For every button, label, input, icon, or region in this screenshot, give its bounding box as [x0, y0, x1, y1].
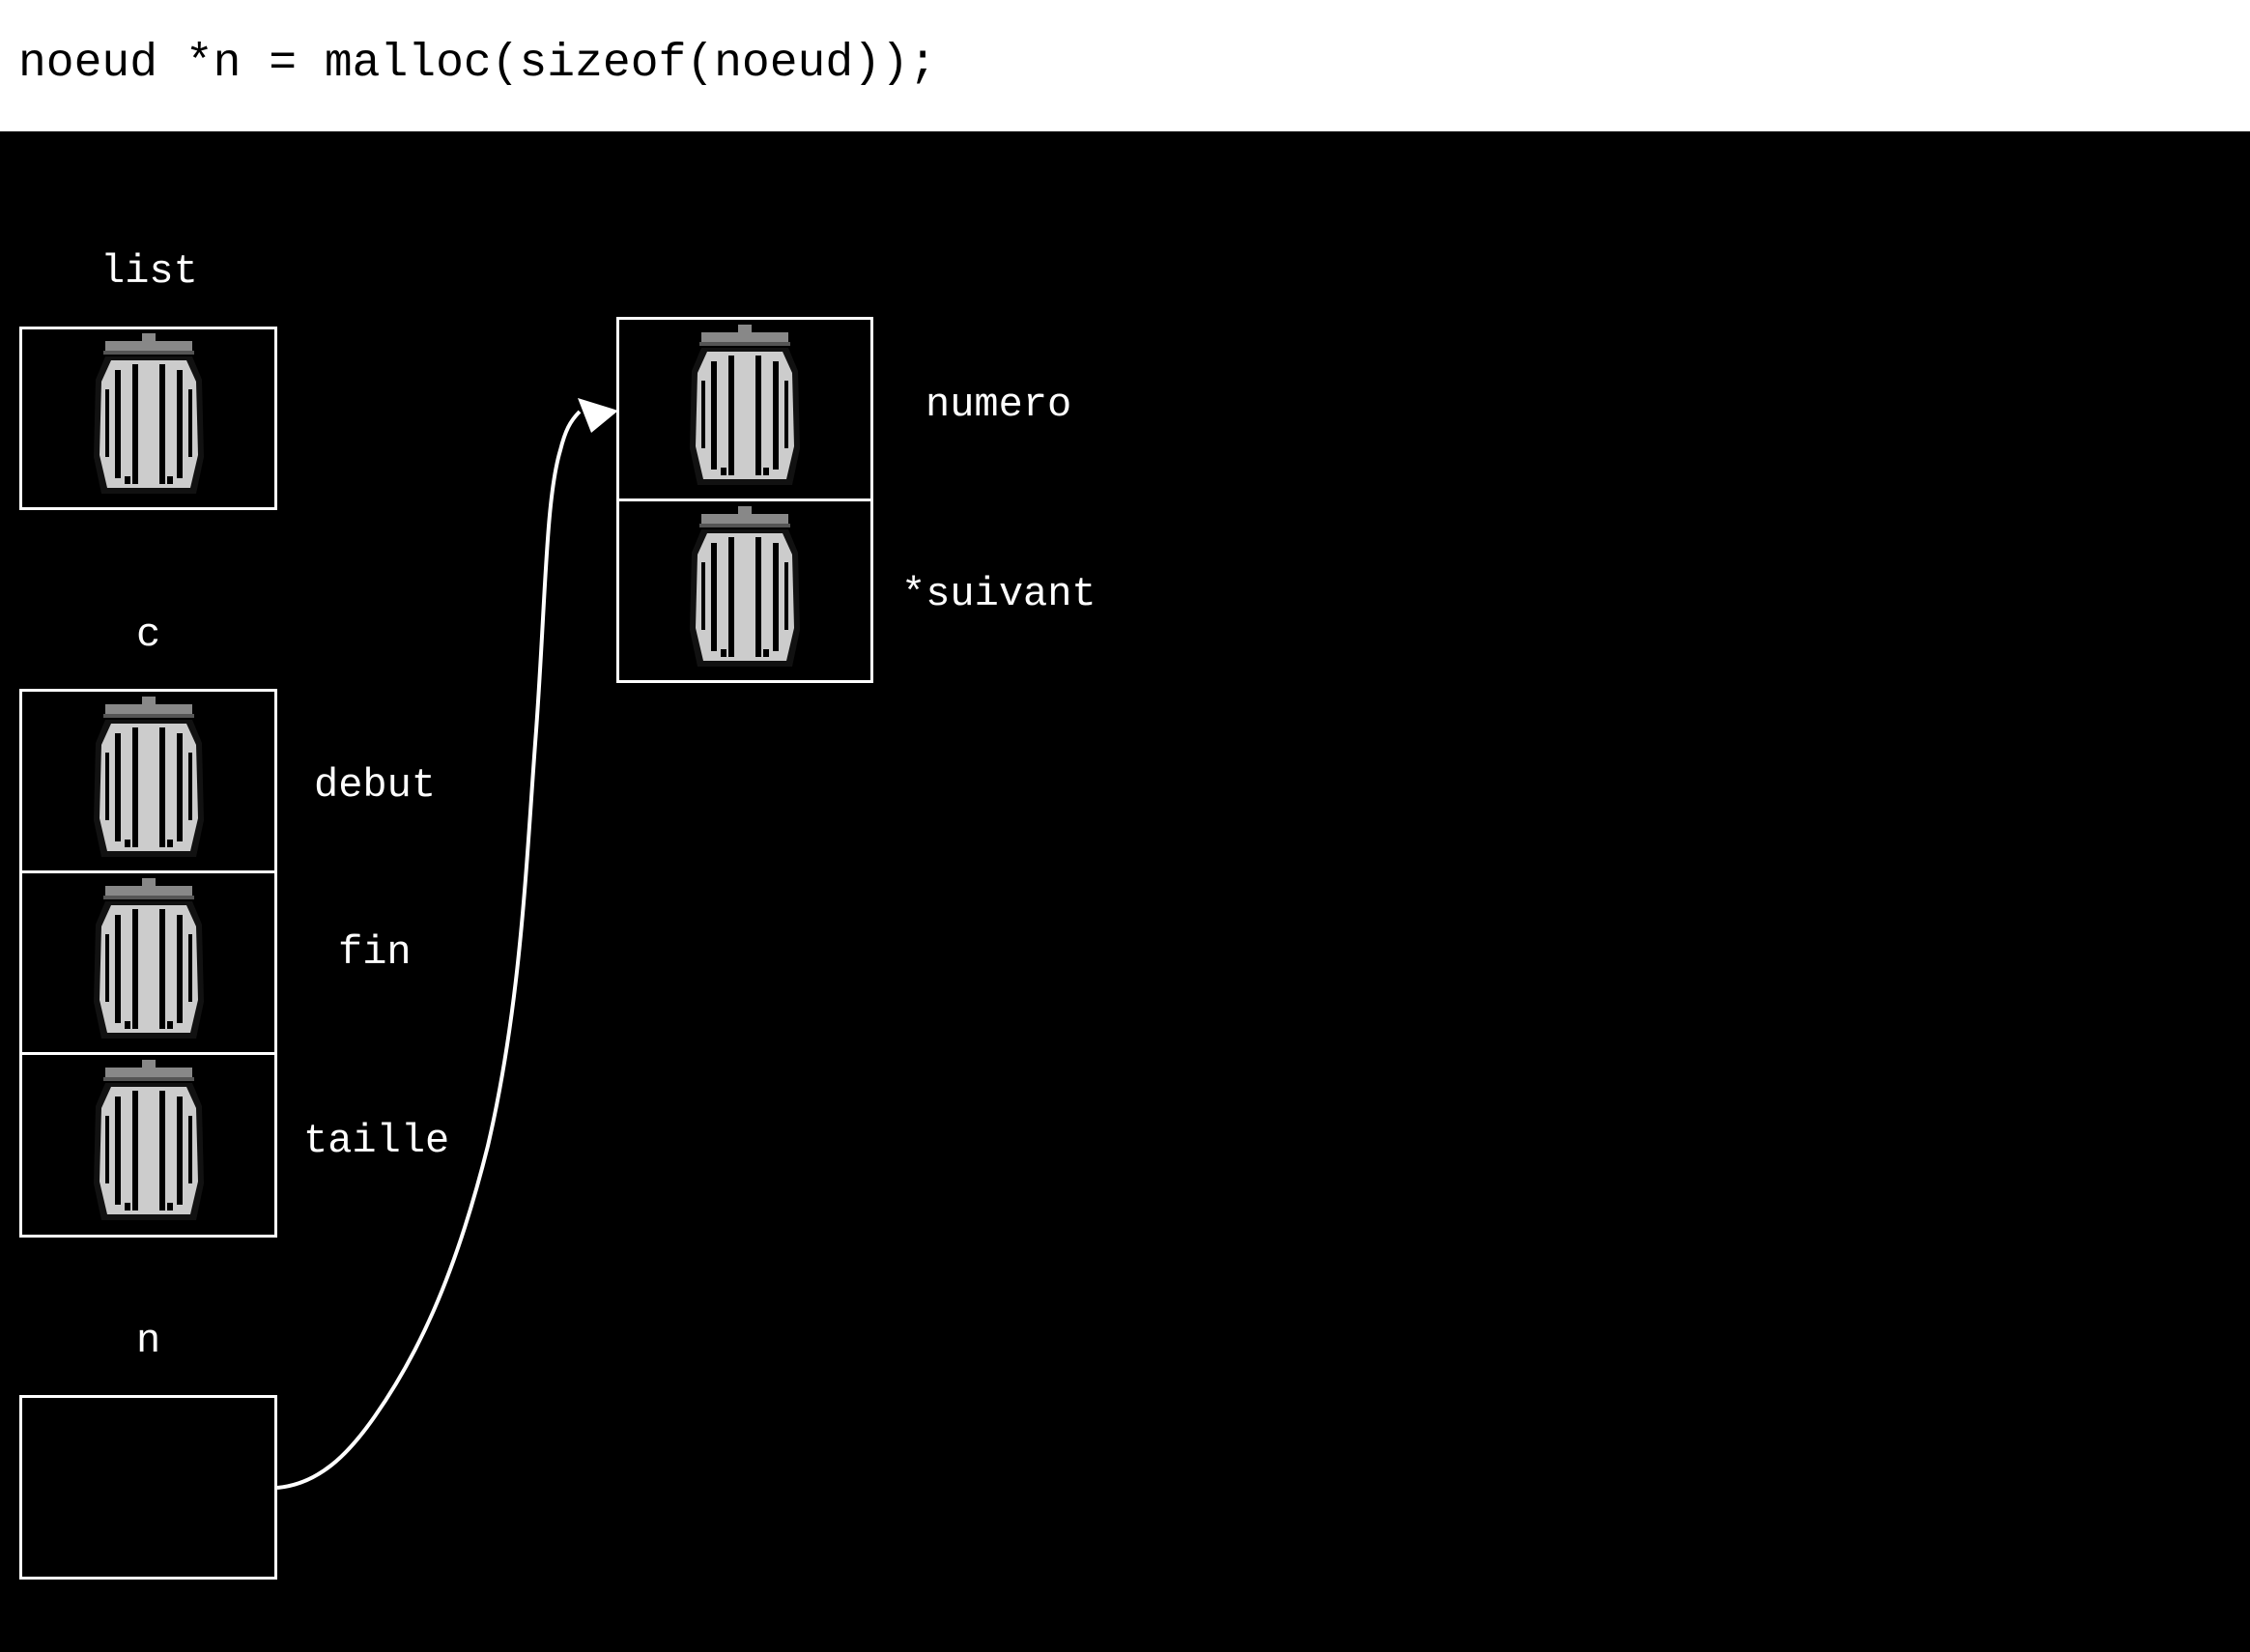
variable-name-n: n — [136, 1318, 161, 1364]
memory-diagram: list c debut fin taille n numero *suivan… — [0, 131, 2250, 1652]
heap-node-suivant-cell — [616, 498, 873, 683]
field-label-taille: taille — [303, 1118, 450, 1164]
field-label-numero: numero — [926, 382, 1072, 428]
code-statement: noeud *n = malloc(sizeof(noeud)); — [18, 38, 937, 90]
pointer-arrow-icon — [276, 398, 618, 1490]
field-label-debut: debut — [314, 762, 437, 809]
code-header: noeud *n = malloc(sizeof(noeud)); — [0, 0, 2250, 131]
c-field-debut-cell — [19, 689, 277, 873]
heap-node-numero-cell — [616, 317, 873, 501]
arrowhead — [578, 398, 618, 433]
c-field-fin-cell — [19, 870, 277, 1055]
variable-name-list: list — [100, 248, 198, 295]
n-cell — [19, 1395, 277, 1580]
field-label-suivant: *suivant — [901, 571, 1097, 617]
c-field-taille-cell — [19, 1052, 277, 1238]
list-cell — [19, 327, 277, 510]
field-label-fin: fin — [338, 929, 412, 976]
variable-name-c: c — [136, 612, 161, 658]
pointer-line — [276, 410, 582, 1490]
